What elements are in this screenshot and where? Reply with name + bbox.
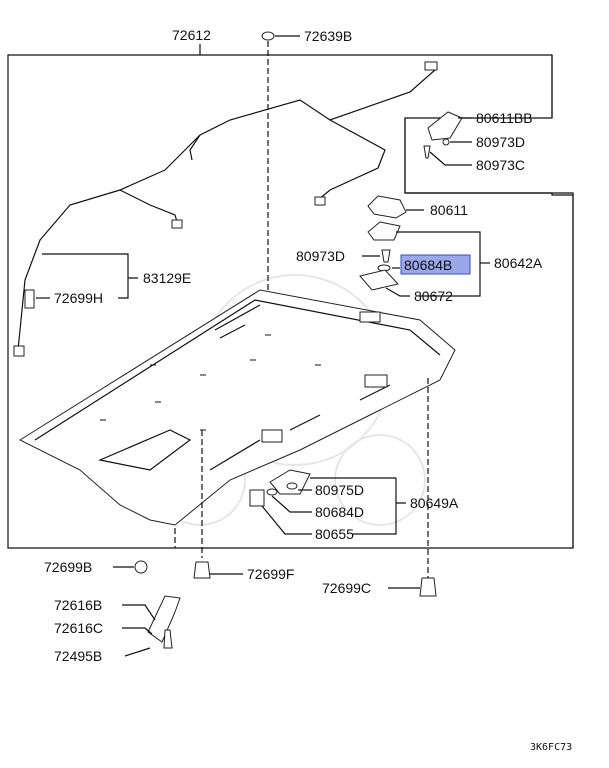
label-80973d-top: 80973D [476,134,525,150]
assist-grip-72616 [122,595,181,657]
bulb-80684d [266,488,312,513]
label-80642a: 80642A [494,255,543,271]
highlight-box [400,254,471,275]
label-80672: 80672 [414,288,453,304]
label-80975d: 80975D [315,482,364,498]
label-80611bb: 80611BB [476,110,533,126]
label-83129e: 83129E [143,270,191,286]
label-72699b: 72699B [44,559,92,575]
diagram-code: 3K6FC73 [530,742,572,753]
label-80684b: 80684B [404,257,452,273]
label-72699c: 72699C [322,580,371,596]
clip-72639b [261,31,300,335]
lens-80655 [249,489,312,535]
headlining-panel [18,289,456,526]
bulb-80684b [377,264,400,272]
lens-80672 [359,269,410,297]
screw-80973d-top [442,138,472,146]
screw-80973c [423,145,472,166]
screw-80973d-mid [362,249,391,263]
wiring-harness [13,61,438,357]
label-80684d: 80684D [315,504,364,520]
label-72612: 72612 [172,27,211,43]
label-80649a: 80649A [410,495,459,511]
label-72495b: 72495B [54,648,102,664]
label-72699h: 72699H [54,290,103,306]
label-72639b: 72639B [304,28,352,44]
bracket-80611 [367,195,424,219]
label-80973d-mid: 80973D [296,248,345,264]
clip-72699b [113,560,148,574]
clip-72699c [388,577,437,597]
clip-72699h [24,289,50,309]
label-80611: 80611 [430,202,468,218]
label-80973c: 80973C [476,157,525,173]
label-80655: 80655 [315,526,354,542]
map-lamp-80649a [269,469,406,535]
label-72616b: 72616B [54,597,102,613]
dome-lamp-80642a [367,221,490,297]
bulb-80975d [286,482,312,491]
clip-72699f [193,561,243,579]
label-72616c: 72616C [54,620,103,636]
bracket-80611bb [427,111,472,141]
label-72699f: 72699F [247,566,294,582]
